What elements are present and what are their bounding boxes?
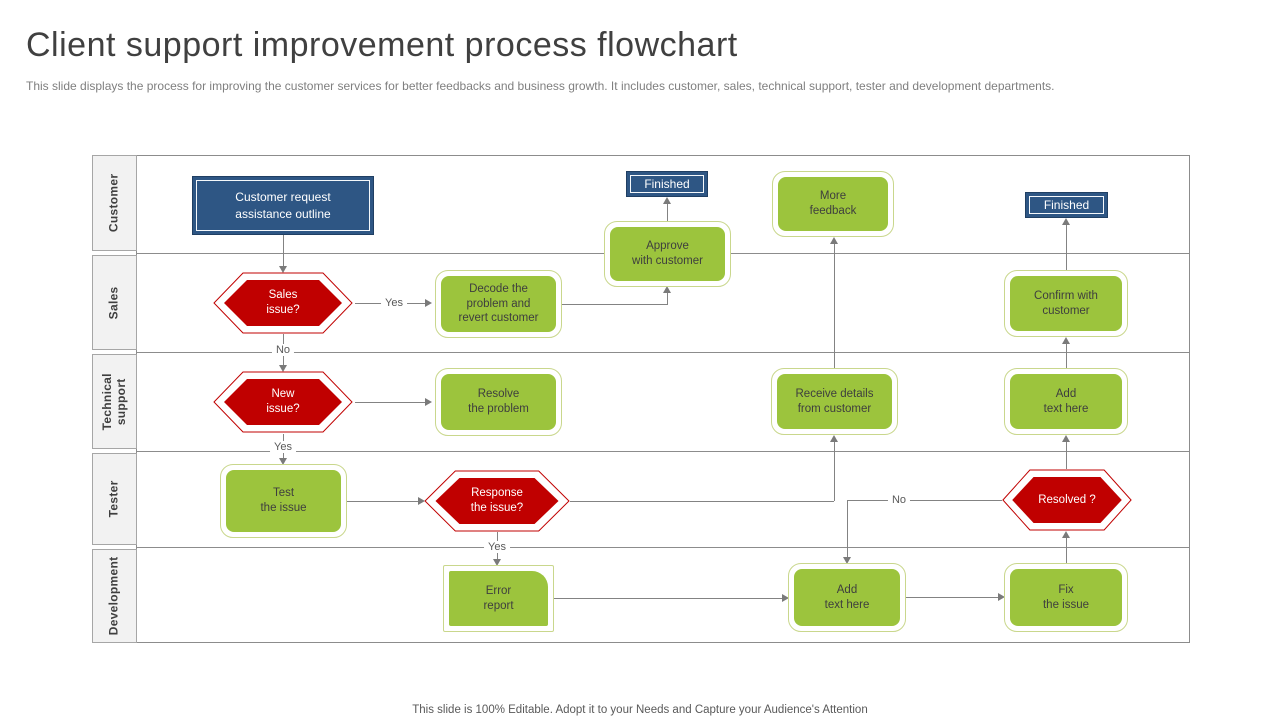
flow-node-decode-problem: Decode the problem and revert customer: [435, 270, 562, 338]
flow-decision-response-issue: Response the issue?: [424, 470, 570, 532]
lane-label-tester: Tester: [92, 453, 137, 545]
hexagon-shape: [213, 371, 353, 433]
lane-label-development: Development: [92, 549, 137, 643]
lane-divider: [136, 352, 1190, 353]
flow-node-confirm-with-customer: Confirm with customer: [1004, 270, 1128, 337]
flow-node-add-text-tech: Add text here: [1004, 368, 1128, 435]
hexagon-shape: [1002, 469, 1132, 531]
arrowhead: [782, 594, 789, 602]
connector: [667, 202, 668, 221]
arrowhead: [843, 557, 851, 564]
flow-node-approve-with-customer: Approve with customer: [604, 221, 731, 287]
arrowhead: [1062, 435, 1070, 442]
connector: [570, 501, 834, 502]
arrowhead: [830, 435, 838, 442]
page-title: Client support improvement process flowc…: [26, 26, 738, 64]
connector: [1066, 440, 1067, 469]
arrowhead: [279, 365, 287, 372]
arrowhead: [425, 299, 432, 307]
arrowhead: [998, 593, 1005, 601]
lane-divider: [136, 451, 1190, 452]
connector: [847, 500, 1002, 501]
connector: [847, 500, 848, 557]
lane-label-customer: Customer: [92, 155, 137, 251]
arrowhead: [1062, 337, 1070, 344]
connector: [562, 304, 668, 305]
flow-decision-resolved: Resolved ?: [1002, 469, 1132, 531]
flow-decision-sales-issue: Sales issue?: [213, 272, 353, 334]
connector: [554, 598, 782, 599]
footer-note: This slide is 100% Editable. Adopt it to…: [412, 704, 868, 716]
flow-node-add-text-dev: Add text here: [788, 563, 906, 632]
arrowhead: [425, 398, 432, 406]
connector: [834, 441, 835, 501]
arrowhead: [830, 237, 838, 244]
lane-label-technical-support: Technical support: [92, 354, 137, 449]
connector: [1066, 342, 1067, 368]
connector: [834, 243, 835, 368]
flow-node-fix-issue: Fix the issue: [1004, 563, 1128, 632]
connector-label-no: No: [271, 344, 295, 356]
flow-node-more-feedback: More feedback: [772, 171, 894, 237]
connector: [347, 501, 418, 502]
arrowhead: [663, 197, 671, 204]
page-subtitle: This slide displays the process for impr…: [26, 79, 1055, 93]
flow-node-test-issue: Test the issue: [220, 464, 347, 538]
connector: [283, 235, 284, 266]
arrowhead: [279, 458, 287, 465]
connector-label-yes: Yes: [381, 297, 407, 309]
connector: [1066, 536, 1067, 563]
lane-divider: [136, 547, 1190, 548]
flow-decision-new-issue: New issue?: [213, 371, 353, 433]
arrowhead: [418, 497, 425, 505]
connector-label-no: No: [887, 494, 911, 506]
hexagon-shape: [213, 272, 353, 334]
flow-node-customer-request: Customer request assistance outline: [192, 176, 374, 235]
flow-node-error-report: Error report: [443, 565, 554, 632]
flow-node-finished-top: Finished: [626, 171, 708, 197]
flow-node-resolve-problem: Resolve the problem: [435, 368, 562, 436]
arrowhead: [1062, 531, 1070, 538]
connector-label-yes: Yes: [484, 541, 510, 553]
hexagon-shape: [424, 470, 570, 532]
lane-label-sales: Sales: [92, 255, 137, 350]
flow-node-receive-details: Receive details from customer: [771, 368, 898, 435]
arrowhead: [279, 266, 287, 273]
connector: [906, 597, 998, 598]
connector-label-yes: Yes: [270, 441, 296, 453]
connector: [1066, 223, 1067, 270]
arrowhead: [1062, 218, 1070, 225]
connector: [355, 402, 425, 403]
flow-node-finished-right: Finished: [1025, 192, 1108, 218]
arrowhead: [493, 559, 501, 566]
arrowhead: [663, 286, 671, 293]
connector: [667, 292, 668, 305]
